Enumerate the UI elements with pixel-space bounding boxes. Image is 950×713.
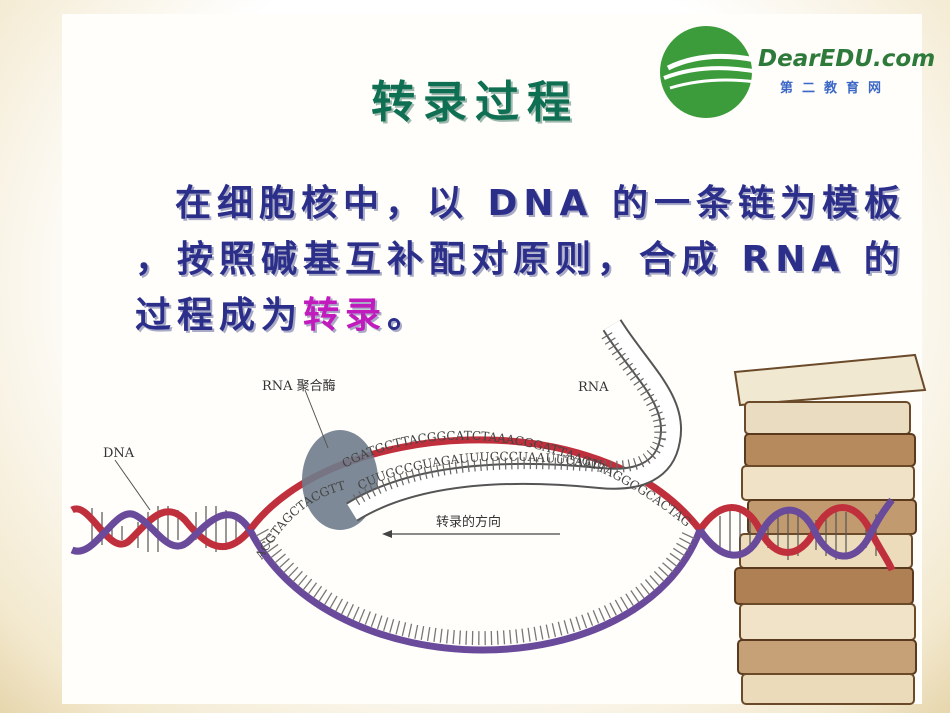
- logo-text: DearEDU.com: [758, 46, 936, 72]
- body-paragraph: 在细胞核中，以 DNA 的一条链为模板 ，按照碱基互补配对原则，合成 RNA 的…: [135, 176, 906, 344]
- body-line-2: ，按照碱基互补配对原则，合成 RNA 的: [135, 239, 906, 280]
- polymerase-pointer: [304, 389, 329, 449]
- dna-coding-strand: [246, 528, 704, 654]
- label-direction: 转录的方向: [436, 515, 502, 530]
- book-stack: [733, 353, 927, 705]
- highlight-term: 转录: [303, 295, 388, 336]
- label-dna: DNA: [103, 446, 135, 461]
- label-rna: RNA: [578, 380, 609, 395]
- dna-helix-right: [697, 497, 896, 572]
- dna-template-strand: [247, 436, 703, 533]
- body-line-1-text: 在细胞核中，以 DNA 的一条链为模板: [175, 183, 906, 224]
- dna-helix-left: [70, 505, 253, 555]
- dna-lower-ticks: [255, 528, 697, 646]
- dna-pointer: [114, 459, 151, 511]
- rna-strand: [347, 320, 681, 520]
- label-rna-polymerase: RNA 聚合酶: [262, 379, 336, 394]
- slide-title: 转录过程: [371, 77, 579, 128]
- body-line-3-suffix: 。: [387, 295, 430, 336]
- direction-arrowhead: [382, 530, 392, 538]
- dearedu-logo: [660, 26, 759, 118]
- body-line-1: 在细胞核中，以 DNA 的一条链为模板: [135, 176, 900, 232]
- body-line-3-prefix: 过程成为: [135, 295, 304, 336]
- logo-subtext: 第二教育网: [780, 81, 891, 96]
- body-line-3: 过程成为转录。: [135, 288, 865, 344]
